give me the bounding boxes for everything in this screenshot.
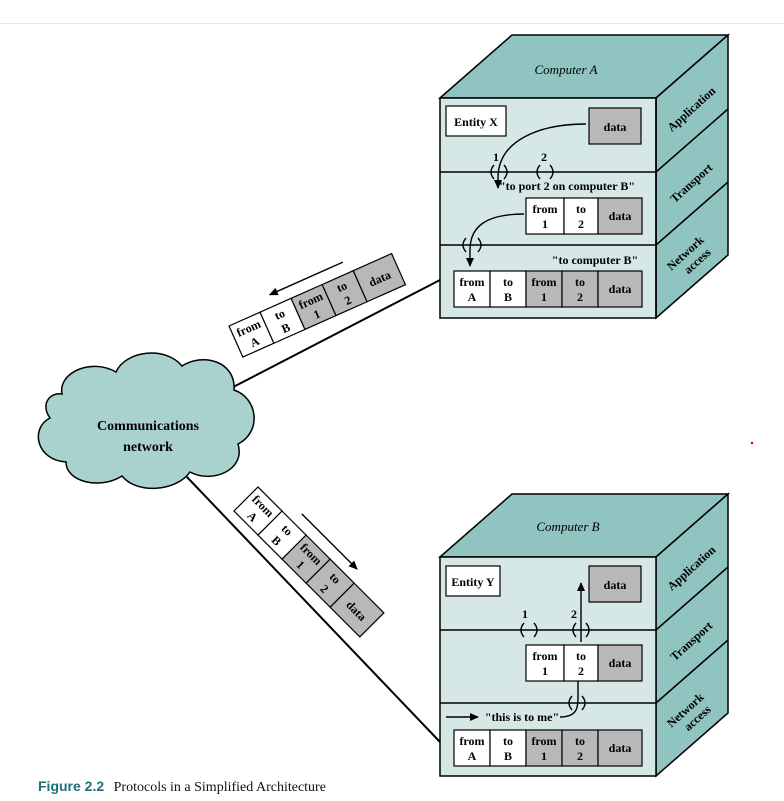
computer-a-port-2-icon bbox=[536, 164, 541, 180]
b-pkt-seg-to-val: 2 bbox=[577, 749, 583, 763]
a-pkt-seg-from-val: 1 bbox=[541, 290, 547, 304]
computer-a-title: Computer A bbox=[535, 62, 598, 77]
a-pkt-seg-to-val: 2 bbox=[577, 290, 583, 304]
b-pkt-from: from bbox=[459, 734, 484, 748]
computer-b-app-data-label: data bbox=[604, 578, 627, 592]
a-seg-data: data bbox=[609, 209, 632, 223]
a-pkt-to: to bbox=[503, 275, 513, 289]
entity-y-box bbox=[445, 565, 501, 597]
figure-caption: Figure 2.2 Protocols in a Simplified Arc… bbox=[38, 778, 326, 796]
link-network-to-computer-a bbox=[211, 279, 441, 399]
computer-b-app-data-box bbox=[588, 565, 642, 603]
computer-b: Computer B Application Transport Network… bbox=[438, 492, 730, 778]
entity-x-box bbox=[445, 105, 507, 137]
b-pkt-to-val: B bbox=[504, 749, 512, 763]
computer-a-port-1-label: 1 bbox=[493, 150, 499, 164]
a-seg-to-val: 2 bbox=[578, 217, 584, 231]
computer-a: Computer A Application Transport Network… bbox=[438, 33, 730, 320]
a-pkt-data: data bbox=[609, 282, 632, 296]
packet-lower: from A to B from 1 to 2 data bbox=[233, 486, 385, 638]
entity-y-label: Entity Y bbox=[451, 575, 495, 589]
upper-pkt-5: 1 bbox=[311, 307, 322, 322]
computer-b-port-2-icon bbox=[572, 622, 577, 638]
computer-b-port-2-label: 2 bbox=[571, 607, 577, 621]
a-pkt-seg-from: from bbox=[531, 275, 556, 289]
b-pkt-seg-from: from bbox=[531, 734, 556, 748]
b-seg-to: to bbox=[576, 649, 586, 663]
computer-a-port-2-label: 2 bbox=[541, 150, 547, 164]
b-pkt-from-val: A bbox=[468, 749, 477, 763]
lower-packet-direction-arrow bbox=[301, 513, 358, 570]
b-pkt-seg-to: to bbox=[575, 734, 585, 748]
a-pkt-from: from bbox=[459, 275, 484, 289]
computer-b-network-sap-icon bbox=[568, 695, 573, 711]
b-seg-to-val: 2 bbox=[578, 664, 584, 678]
figure-caption-text: Protocols in a Simplified Architecture bbox=[113, 780, 326, 795]
link-network-to-computer-b bbox=[185, 475, 441, 743]
computer-a-port-1-icon bbox=[490, 164, 495, 180]
computer-a-network-label: "to computer B" bbox=[552, 253, 638, 267]
b-seg-from: from bbox=[532, 649, 557, 663]
top-divider bbox=[0, 23, 784, 24]
computer-a-network-sap-icon bbox=[462, 237, 467, 253]
entity-x-label: Entity X bbox=[454, 115, 498, 129]
a-pkt-to-val: B bbox=[504, 290, 512, 304]
b-pkt-to: to bbox=[503, 734, 513, 748]
computer-b-up-arrow-2 bbox=[559, 671, 582, 718]
packet-upper: from A to B from 1 to 2 data bbox=[228, 252, 407, 358]
computer-a-app-data-box bbox=[588, 107, 642, 145]
computer-b-network-label: "this is to me" bbox=[485, 710, 559, 724]
computer-a-down-arrow-2 bbox=[466, 213, 525, 267]
a-seg-from-val: 1 bbox=[542, 217, 548, 231]
b-seg-data: data bbox=[609, 656, 632, 670]
b-pkt-data: data bbox=[609, 741, 632, 755]
b-seg-from-val: 1 bbox=[542, 664, 548, 678]
figure-number: Figure 2.2 bbox=[38, 778, 105, 794]
computer-a-down-arrow-1 bbox=[494, 123, 587, 189]
computer-b-port-1-icon bbox=[520, 622, 525, 638]
b-pkt-seg-from-val: 1 bbox=[541, 749, 547, 763]
communications-network-cloud: Communications network bbox=[37, 352, 255, 489]
network-label-line1: Communications bbox=[97, 419, 199, 434]
network-label-line2: network bbox=[123, 440, 173, 455]
upper-pkt-7: 2 bbox=[342, 293, 353, 308]
a-seg-to: to bbox=[576, 202, 586, 216]
stray-red-dot bbox=[750, 441, 754, 445]
upper-packet-direction-arrow bbox=[268, 261, 344, 296]
computer-b-title: Computer B bbox=[536, 519, 599, 534]
a-pkt-from-val: A bbox=[468, 290, 477, 304]
computer-a-app-data-label: data bbox=[604, 120, 627, 134]
computer-b-port-1-label: 1 bbox=[522, 607, 528, 621]
a-seg-from: from bbox=[532, 202, 557, 216]
computer-a-transport-label: "to port 2 on computer B" bbox=[499, 179, 635, 193]
a-pkt-seg-to: to bbox=[575, 275, 585, 289]
